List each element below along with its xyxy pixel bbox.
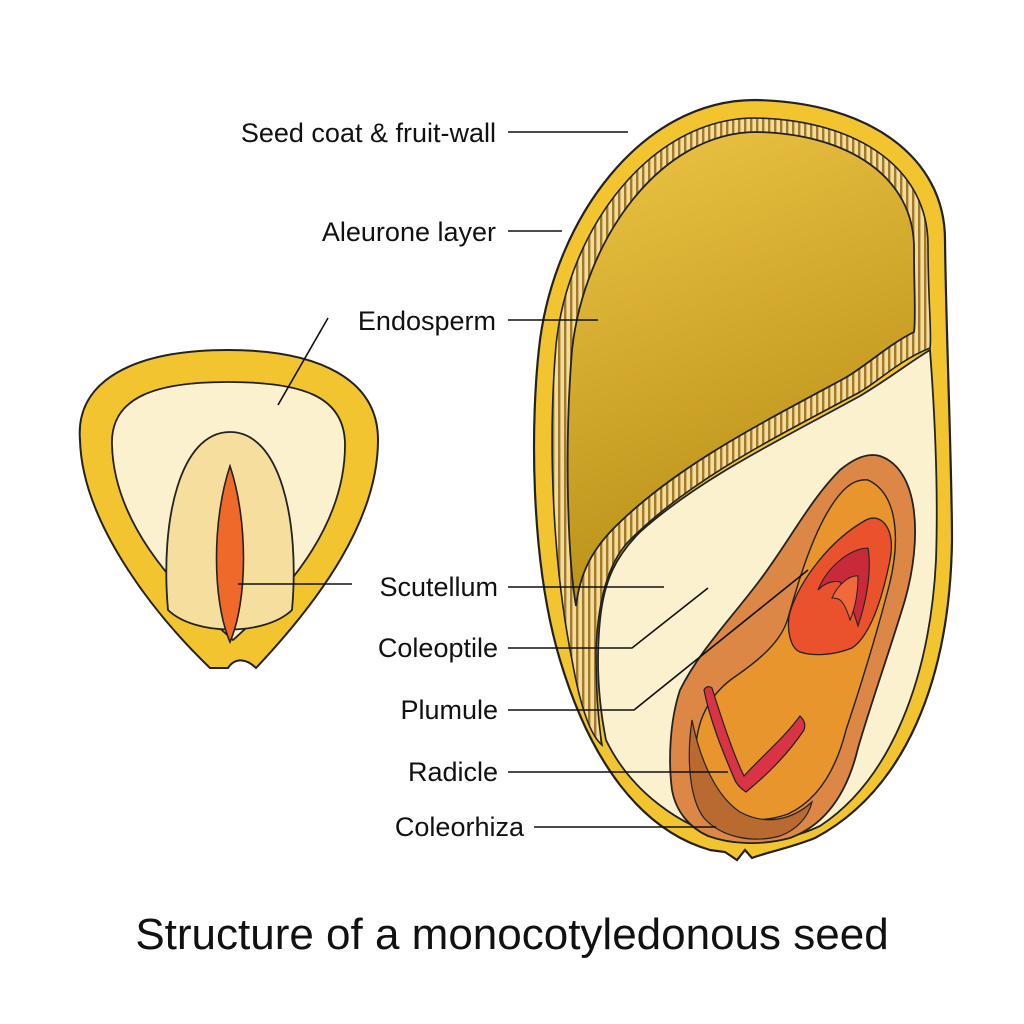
leader-plumule <box>508 569 809 711</box>
label-seed-coat: Seed coat & fruit-wall <box>241 118 496 148</box>
label-scutellum: Scutellum <box>379 572 498 602</box>
label-endosperm: Endosperm <box>358 306 496 336</box>
leader-coleoptile <box>508 587 709 649</box>
label-aleurone-layer: Aleurone layer <box>322 217 496 247</box>
label-radicle: Radicle <box>408 757 498 787</box>
diagram-title: Structure of a monocotyledonous seed <box>135 910 889 959</box>
leader-lines <box>238 131 809 828</box>
radicle <box>703 686 806 793</box>
label-plumule: Plumule <box>400 695 498 725</box>
plumule-leaf-inner <box>831 575 859 622</box>
labels: Seed coat & fruit-wall Aleurone layer En… <box>241 118 525 842</box>
cross-section <box>78 348 380 670</box>
coleorhiza-band <box>688 719 814 840</box>
cross-section-embryo-axis <box>215 463 245 645</box>
leader-endosperm-cross <box>277 317 329 406</box>
label-coleorhiza: Coleorhiza <box>395 812 525 842</box>
endosperm-region <box>566 131 916 607</box>
longitudinal-section <box>532 98 954 862</box>
label-coleoptile: Coleoptile <box>378 633 498 663</box>
